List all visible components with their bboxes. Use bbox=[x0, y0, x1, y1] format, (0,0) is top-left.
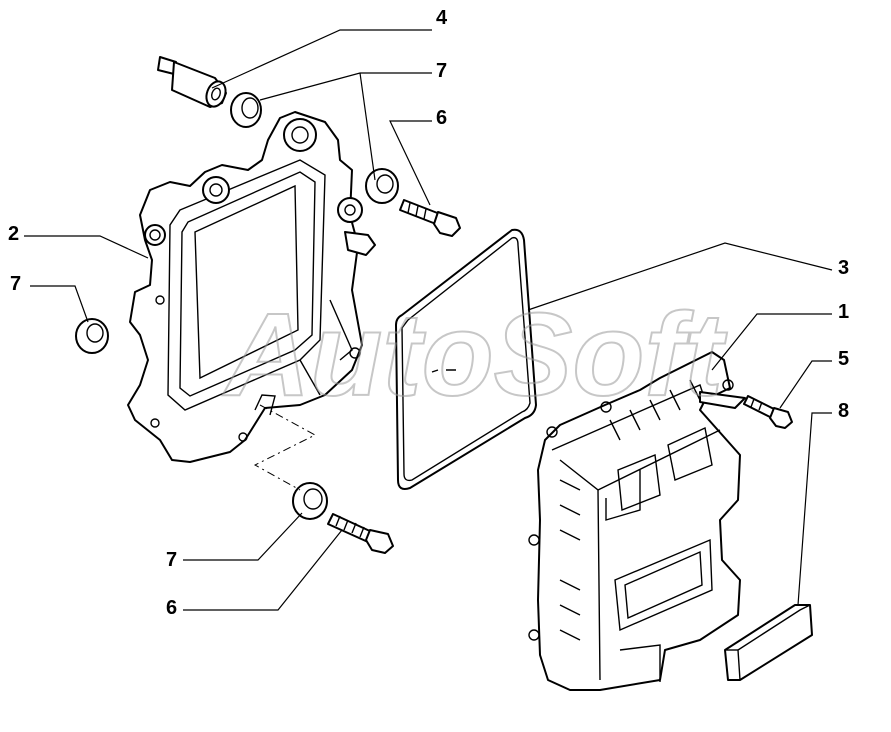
callout-3: 3 bbox=[838, 257, 849, 279]
bushing-part-7-lower bbox=[292, 482, 328, 520]
leader-lines bbox=[24, 29, 833, 611]
cover-cap-part-8 bbox=[724, 604, 813, 681]
callout-6-top: 6 bbox=[436, 107, 447, 129]
bolt-part-6-upper bbox=[399, 199, 461, 237]
callout-7-top: 7 bbox=[436, 60, 447, 82]
bolt-part-5 bbox=[743, 395, 793, 429]
bushing-part-7-upper bbox=[230, 92, 262, 128]
callout-numbers: 4 7 6 2 7 3 1 5 8 7 6 bbox=[8, 7, 849, 619]
bolt-part-6-lower bbox=[327, 513, 394, 554]
callout-7-left: 7 bbox=[10, 273, 21, 295]
alignment-line bbox=[253, 404, 317, 491]
gasket-part-3 bbox=[395, 228, 537, 490]
callout-5: 5 bbox=[838, 348, 849, 370]
callout-1: 1 bbox=[838, 301, 849, 323]
ecu-module-part-1 bbox=[528, 351, 746, 691]
callout-8: 8 bbox=[838, 400, 849, 422]
callout-2: 2 bbox=[8, 223, 19, 245]
watermark-text: AutoSoft bbox=[222, 289, 728, 421]
callout-6-bottom: 6 bbox=[166, 597, 177, 619]
callout-7-bottom: 7 bbox=[166, 549, 177, 571]
spacer-stud-part-4 bbox=[157, 56, 227, 108]
bushing-part-7-left bbox=[75, 318, 109, 354]
callout-4: 4 bbox=[436, 7, 448, 29]
mounting-bracket-part-2 bbox=[127, 111, 376, 463]
bushing-part-7-middle bbox=[365, 168, 399, 204]
